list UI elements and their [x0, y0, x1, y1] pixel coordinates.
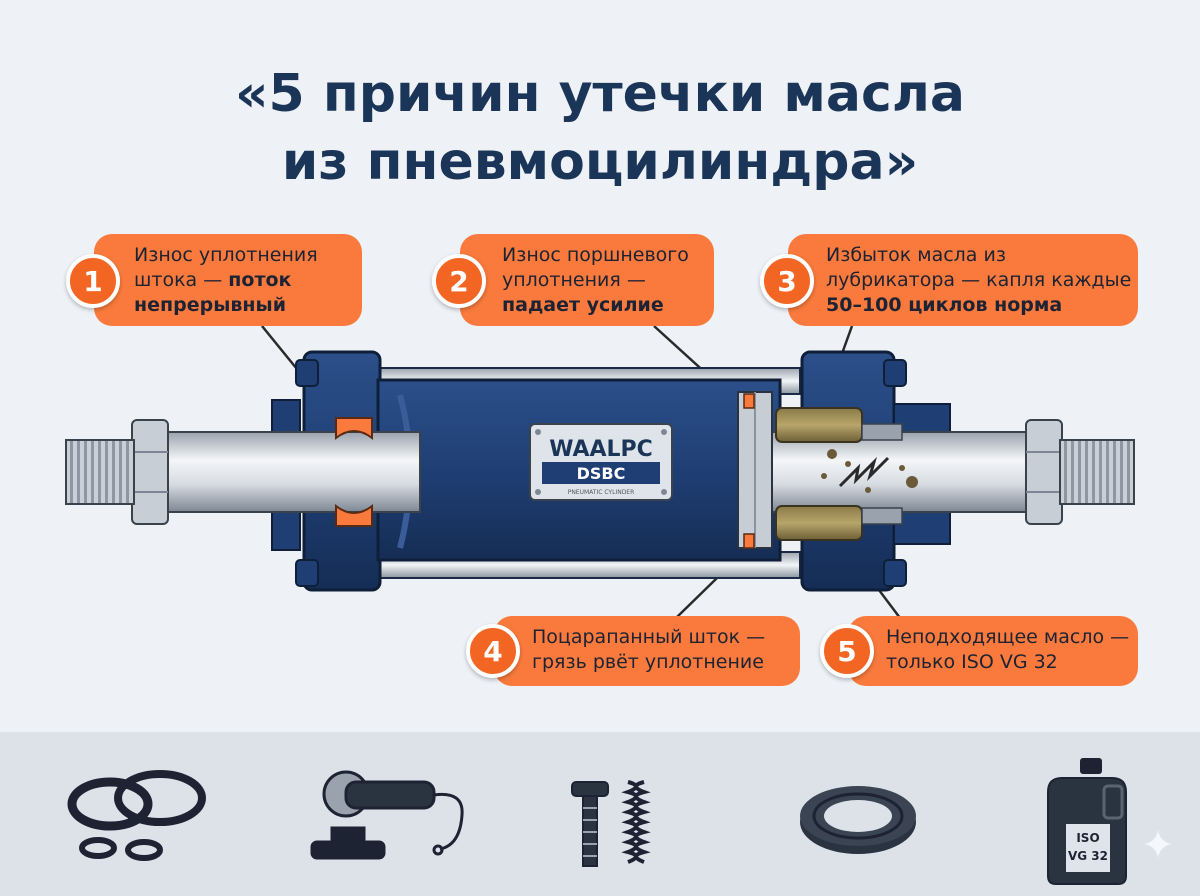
callout-4: Поцарапанный шток — грязь рвёт уплотнени… [494, 616, 800, 686]
sparkle-icon [1144, 830, 1172, 858]
nameplate: WAALPC DSBC PNEUMATIC CYLINDER [529, 423, 673, 501]
callout-3: Избыток масла из лубрикатора — капля каж… [788, 234, 1138, 326]
rod-scratch-icon [821, 449, 918, 493]
callout-5-text: Неподходящее масло — только ISO VG 32 [886, 626, 1130, 673]
callout-5-number: 5 [820, 624, 874, 678]
nameplate-fine-print: PNEUMATIC CYLINDER [568, 489, 635, 496]
oil-canister-icon: ISO VG 32 [1047, 758, 1127, 885]
oil-label-bottom: VG 32 [1068, 849, 1108, 863]
rod-end-right [1025, 419, 1135, 525]
rod-end-left [65, 419, 169, 525]
callout-1-bold: поток непрерывный [134, 269, 292, 316]
callout-5: Неподходящее масло — только ISO VG 32 [848, 616, 1138, 686]
nameplate-brand: WAALPC [549, 437, 653, 462]
rod-seal-icon [800, 786, 916, 854]
oil-bushing [775, 407, 903, 541]
polisher-icon [310, 770, 464, 860]
callout-1-text: Износ уплотнения штока — [134, 244, 318, 291]
screw-spring-icon [571, 780, 651, 867]
piston-seal-bottom [743, 533, 755, 549]
callout-3-number: 3 [760, 254, 814, 308]
callout-3-bold: 50–100 циклов норма [826, 294, 1063, 316]
callout-2-number: 2 [432, 254, 486, 308]
callout-1: Износ уплотнения штока — поток непрерывн… [94, 234, 362, 326]
oil-label-top: ISO [1076, 831, 1099, 845]
callout-4-text: Поцарапанный шток — грязь рвёт уплотнени… [532, 626, 766, 673]
callout-2-text: Износ поршневого уплотнения — [502, 244, 689, 291]
callout-2-bold: падает усилие [502, 294, 664, 316]
callout-1-number: 1 [66, 254, 120, 308]
callout-2: Износ поршневого уплотнения — падает уси… [460, 234, 714, 326]
piston-rod-left [149, 431, 421, 513]
callout-4-number: 4 [466, 624, 520, 678]
callout-3-text: Избыток масла из лубрикатора — капля каж… [826, 244, 1132, 291]
title-line-2: из пневмоцилиндра» [281, 132, 919, 192]
icon-strip [0, 732, 1200, 896]
piston-seal-top [743, 393, 755, 409]
piston-rod-right [769, 431, 1043, 513]
icon-strip-graphics: ISO VG 32 [67, 758, 1172, 885]
page-title: «5 причин утечки масла из пневмоцилиндра… [0, 60, 1200, 196]
nameplate-model: DSBC [577, 464, 626, 483]
o-ring-set-icon [67, 770, 206, 861]
rod-seal-left [335, 417, 373, 527]
title-line-1: «5 причин утечки масла [234, 64, 966, 124]
